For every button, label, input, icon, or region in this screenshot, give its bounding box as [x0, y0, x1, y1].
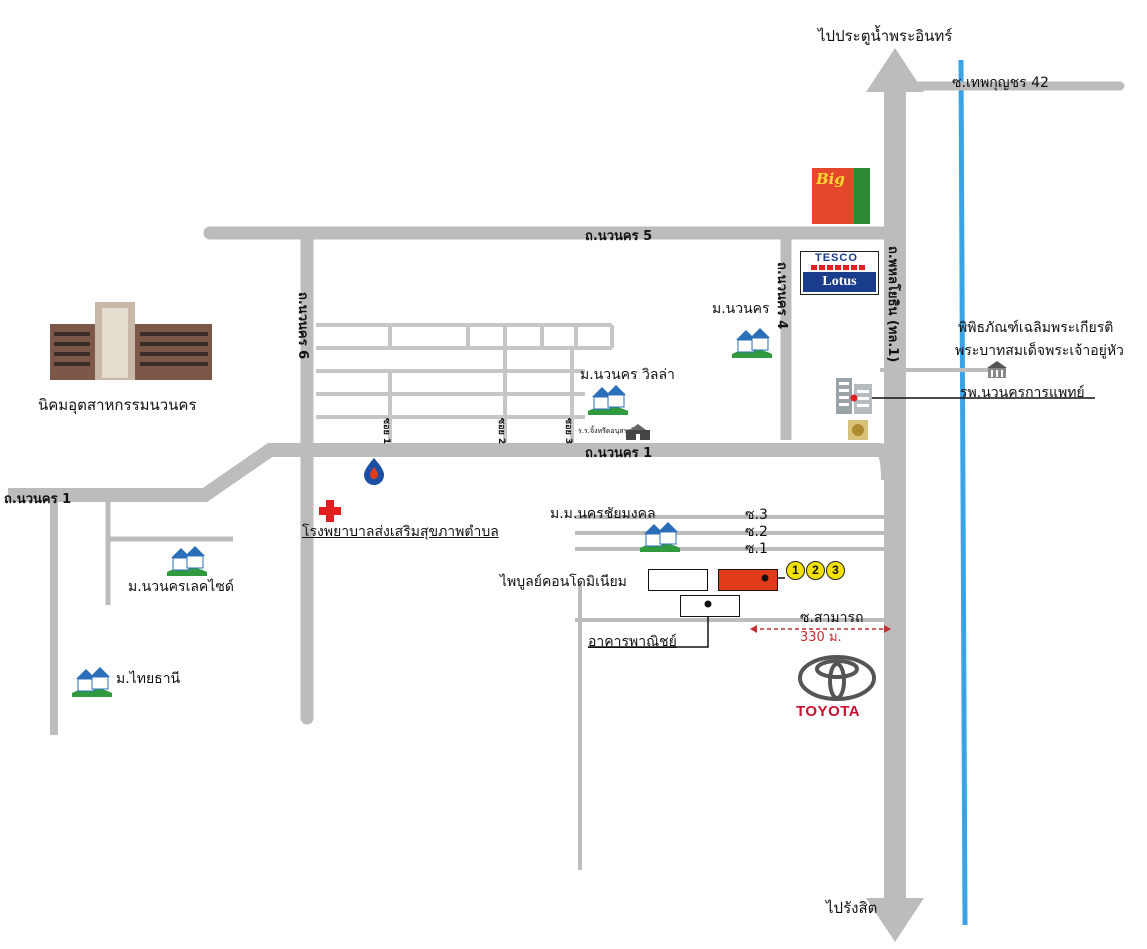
label-soi2: ซอย 2	[496, 418, 506, 445]
badge-2: 2	[806, 561, 825, 580]
industrial-building-icon	[50, 302, 212, 380]
label-condo: ไพบูลย์คอนโดมิเนียม	[500, 574, 627, 590]
label-village-villa: ม.นวนคร วิลล่า	[580, 367, 675, 383]
big-c-text: Big	[816, 170, 845, 188]
label-soi-s2: ซ.2	[745, 524, 768, 540]
distance-arrow-left	[750, 625, 757, 633]
toyota-logo-icon	[798, 655, 876, 701]
village-house-icon	[167, 546, 207, 576]
label-road-navanakorn5: ถ.นวนคร 5	[585, 229, 653, 244]
label-soi3: ซอย 3	[563, 418, 573, 445]
village-house-icon	[732, 328, 772, 358]
label-health-hospital: โรงพยาบาลส่งเสริมสุขภาพตำบล	[302, 524, 499, 540]
big-c-logo: Big	[812, 168, 870, 224]
commercial-marker-dot	[704, 600, 712, 608]
village-house-icon	[640, 522, 680, 552]
label-village-nakhonchai: ม.ม.นครชัยมงคล	[550, 506, 656, 522]
tesco-text: TESCO	[815, 252, 858, 264]
lotus-text: Lotus	[803, 272, 876, 292]
label-road-navanakorn4: ถ.นวนคร 4	[774, 262, 789, 330]
target-building-box	[718, 569, 778, 591]
label-soi-samarot: ซ.สามารถ	[800, 610, 864, 626]
label-south-destination: ไปรังสิต	[826, 899, 878, 917]
label-soi1: ซอย 1	[381, 418, 391, 445]
museum-icon	[987, 361, 1007, 378]
label-soi-thepkunchorn: ซ.เทพกุญชร 42	[952, 75, 1049, 91]
village-house-icon	[588, 385, 628, 415]
badge-3: 3	[826, 561, 845, 580]
label-distance: 330 ม.	[800, 630, 842, 645]
badge-1: 1	[786, 561, 805, 580]
label-road-navanakorn6: ถ.นวนคร 6	[295, 292, 310, 360]
tesco-lotus-logo: TESCO Lotus	[800, 251, 879, 295]
gas-station-icon	[364, 458, 384, 485]
label-road-navanakorn1-left: ถ.นวนคร 1	[4, 492, 72, 507]
label-soi-s3: ซ.3	[745, 507, 768, 523]
label-road-phahonyothin: ถ.พหลโยธิน (ทล.1)	[885, 246, 900, 363]
target-marker-dot	[761, 574, 769, 582]
label-school: ร.ร.จิ้งหรีดอนุสรณ์	[578, 427, 634, 435]
label-road-navanakorn1-mid: ถ.นวนคร 1	[585, 446, 653, 461]
arrow-south	[866, 898, 924, 942]
soi-lines	[575, 515, 888, 870]
label-north-destination: ไปประตูน้ำพระอินทร์	[818, 27, 953, 45]
village-house-icon	[72, 667, 112, 697]
red-cross-icon	[319, 500, 341, 522]
canal-line	[958, 59, 968, 926]
label-hospital-private: รพ.นวนครการแพทย์	[960, 385, 1085, 401]
condo-building-box	[648, 569, 708, 591]
school-icon	[626, 424, 650, 440]
toyota-text: TOYOTA	[796, 703, 861, 720]
label-village-thaithani: ม.ไทยธานี	[116, 671, 181, 687]
road-navanakorn1	[8, 443, 895, 502]
label-industrial-estate: นิคมอุตสาหกรรมนวนคร	[38, 396, 197, 414]
hospital-building-icon	[836, 378, 872, 414]
lane-grid	[316, 323, 614, 444]
label-village-navanakorn: ม.นวนคร	[712, 301, 770, 317]
emblem-icon	[848, 420, 868, 440]
commercial-pointer-line	[588, 604, 709, 648]
label-village-lakeside: ม.นวนครเลคไซด์	[128, 579, 234, 595]
label-museum-line2: พระบาทสมเด็จพระเจ้าอยู่หัว	[955, 343, 1124, 359]
label-commercial: อาคารพาณิชย์	[588, 634, 677, 650]
arrow-north	[866, 48, 924, 92]
label-museum-line1: พิพิธภัณฑ์เฉลิมพระเกียรติ	[958, 320, 1114, 336]
label-soi-s1: ซ.1	[745, 541, 768, 557]
distance-arrow-right	[884, 625, 891, 633]
